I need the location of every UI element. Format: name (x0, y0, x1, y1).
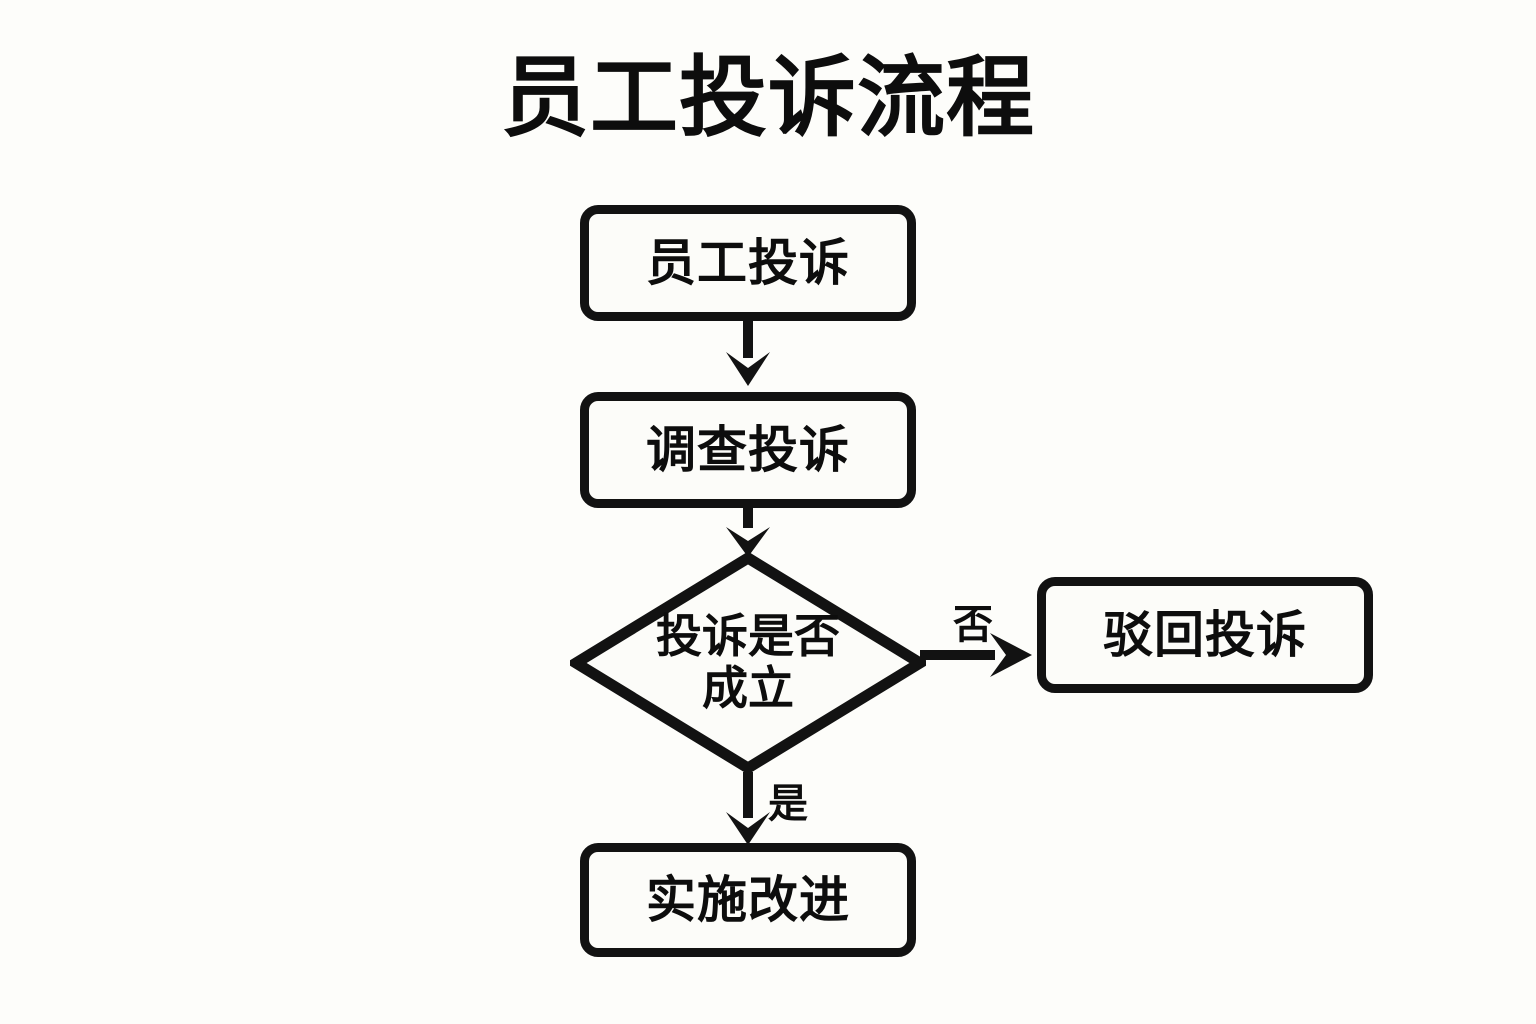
edge-start-to-investigate (726, 321, 770, 386)
node-label-line2: 成立 (702, 662, 794, 714)
node-label: 实施改进 (646, 872, 850, 928)
edge-label-yes: 是 (768, 782, 808, 826)
node-label: 员工投诉 (646, 235, 850, 291)
node-implement-improvement[interactable]: 实施改进 (580, 843, 916, 957)
edge-decision-to-improve (726, 772, 770, 845)
diamond-shape (570, 552, 926, 774)
edge-label-no: 否 (953, 603, 993, 647)
node-investigate-complaint[interactable]: 调查投诉 (580, 392, 916, 508)
node-label-line1: 投诉是否 (656, 610, 840, 662)
node-label: 调查投诉 (646, 422, 850, 478)
edge-investigate-to-decision (726, 508, 770, 557)
node-label: 驳回投诉 (1103, 607, 1307, 663)
node-decision-is-complaint-valid[interactable]: 投诉是否 成立 (570, 552, 926, 774)
node-employee-complaint[interactable]: 员工投诉 (580, 205, 916, 321)
node-reject-complaint[interactable]: 驳回投诉 (1037, 577, 1373, 693)
page-title: 员工投诉流程 (500, 48, 1035, 147)
node-label-wrapper: 投诉是否 成立 (656, 610, 840, 716)
